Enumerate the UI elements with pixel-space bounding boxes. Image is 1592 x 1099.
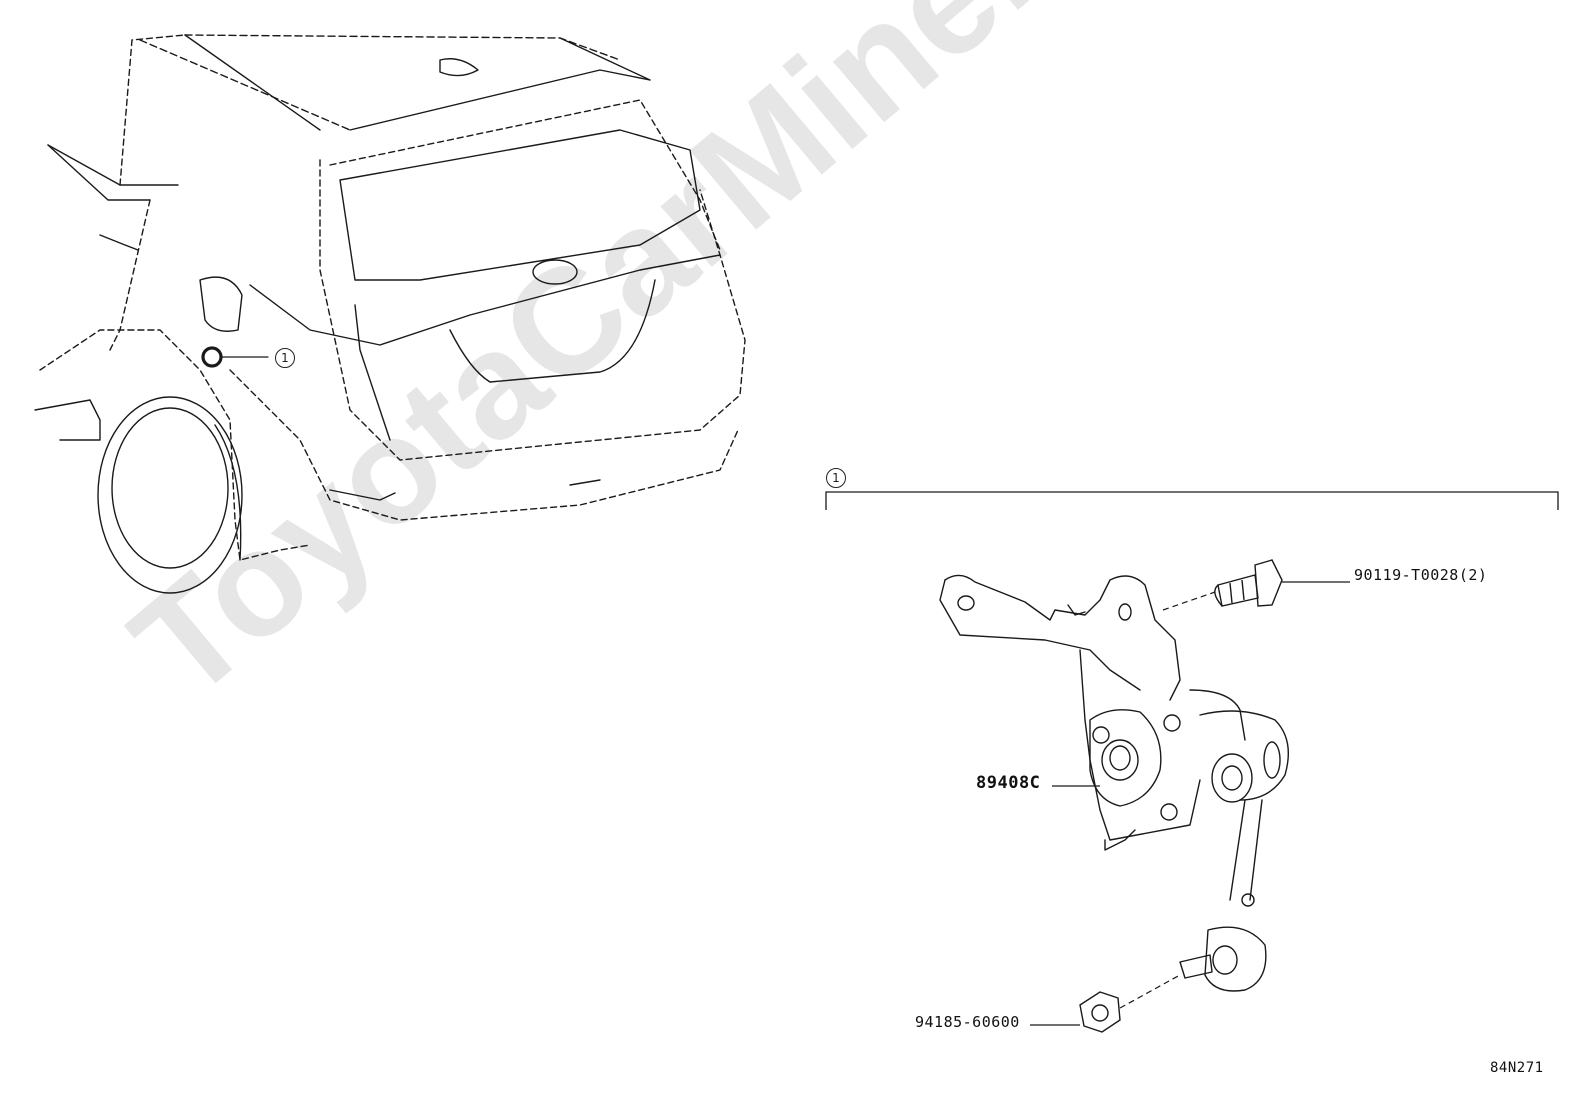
part-number-sensor[interactable]: 89408C xyxy=(976,773,1041,793)
sensor-location-marker xyxy=(201,346,223,368)
part-number-bolt[interactable]: 90119-T0028(2) xyxy=(1354,566,1488,584)
assembly-bracket xyxy=(825,491,1559,510)
leader-lines xyxy=(1030,581,1350,1026)
part-number-nut[interactable]: 94185-60600 xyxy=(915,1013,1020,1031)
bolt-illustration xyxy=(1214,559,1283,607)
nut-illustration xyxy=(1079,991,1121,1033)
vehicle-rear-illustration xyxy=(34,34,746,594)
vehicle-callout-1: 1 xyxy=(275,348,295,368)
assembly-callout-1: 1 xyxy=(826,468,846,488)
diagram-code: 84N271 xyxy=(1490,1060,1544,1076)
height-sensor-illustration xyxy=(939,574,1289,992)
